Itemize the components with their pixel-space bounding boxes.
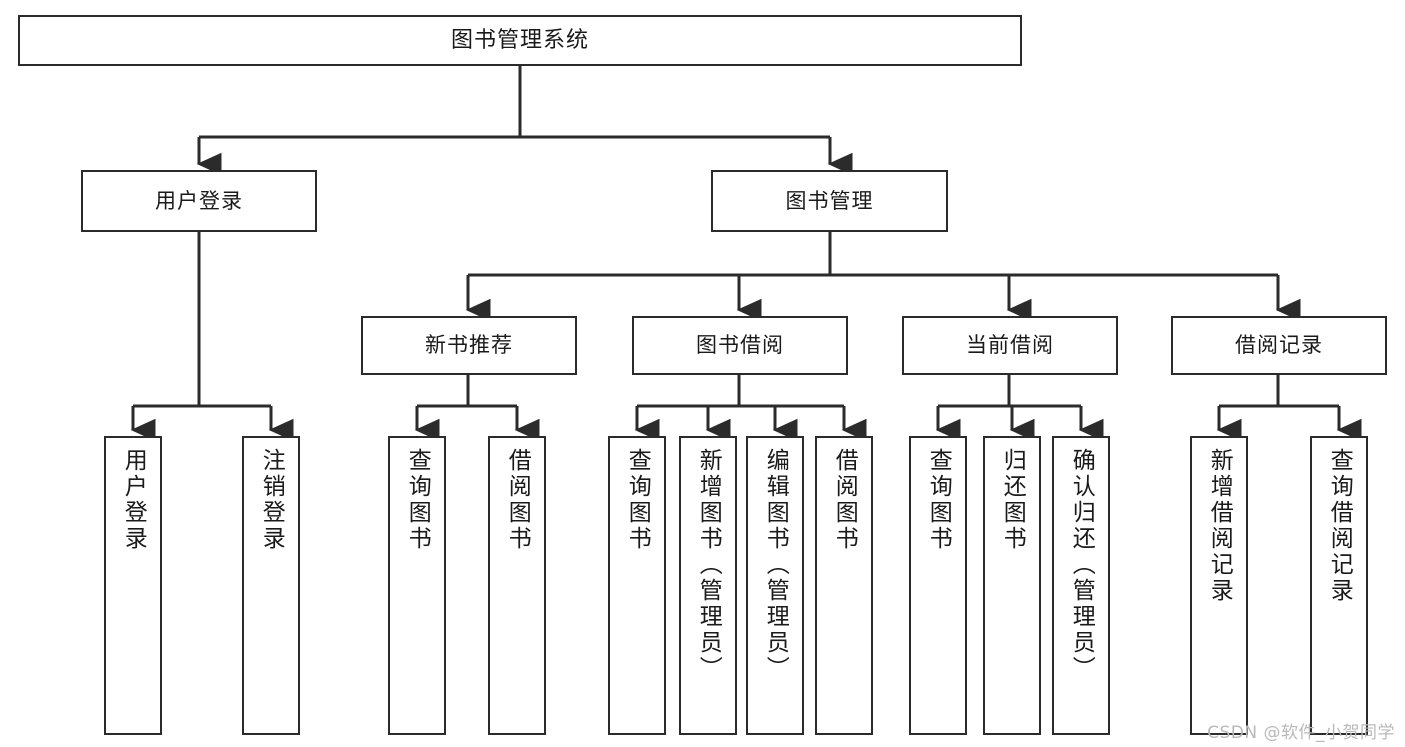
node-leaf-confirm-return[interactable]: 确认归还（管理员） <box>1052 436 1110 735</box>
node-leaf-add-borrow-record[interactable]: 新增借阅记录 <box>1190 436 1248 735</box>
node-book-management[interactable]: 图书管理 <box>711 170 948 232</box>
node-leaf-logout[interactable]: 注销登录 <box>242 436 300 735</box>
node-label: 图书管理系统 <box>450 27 589 53</box>
node-label: 确认归还（管理员） <box>1068 448 1095 682</box>
node-book-borrow[interactable]: 图书借阅 <box>632 316 848 375</box>
csdn-watermark: CSDN @软件_小贺同学 <box>1207 723 1395 743</box>
node-label: 借阅图书 <box>831 448 858 552</box>
node-label: 归还图书 <box>999 448 1026 552</box>
node-label: 注销登录 <box>258 448 285 552</box>
node-leaf-query-borrow-record[interactable]: 查询借阅记录 <box>1310 436 1368 735</box>
node-user-login[interactable]: 用户登录 <box>81 170 317 232</box>
node-new-book-recommend[interactable]: 新书推荐 <box>361 316 577 375</box>
node-current-borrow[interactable]: 当前借阅 <box>902 316 1118 375</box>
node-label: 查询借阅记录 <box>1326 448 1353 604</box>
node-label: 用户登录 <box>155 188 243 213</box>
node-leaf-user-login[interactable]: 用户登录 <box>104 436 162 735</box>
node-leaf-add-book[interactable]: 新增图书（管理员） <box>679 436 737 735</box>
node-leaf-return-book[interactable]: 归还图书 <box>983 436 1041 735</box>
node-label: 编辑图书（管理员） <box>762 448 789 682</box>
node-label: 当前借阅 <box>966 333 1054 358</box>
node-leaf-borrow-book-1[interactable]: 借阅图书 <box>488 436 546 735</box>
node-leaf-query-book-1[interactable]: 查询图书 <box>388 436 446 735</box>
node-leaf-borrow-book-2[interactable]: 借阅图书 <box>815 436 873 735</box>
node-label: 新增借阅记录 <box>1206 448 1233 604</box>
node-label: 借阅图书 <box>504 448 531 552</box>
node-label: 借阅记录 <box>1235 333 1323 358</box>
node-leaf-query-book-2[interactable]: 查询图书 <box>608 436 666 735</box>
node-label: 新书推荐 <box>425 333 513 358</box>
node-label: 查询图书 <box>925 448 952 552</box>
node-label: 图书管理 <box>785 188 874 213</box>
node-root-system[interactable]: 图书管理系统 <box>18 15 1022 66</box>
node-label: 查询图书 <box>624 448 651 552</box>
node-label: 用户登录 <box>120 448 147 552</box>
node-label: 图书借阅 <box>696 333 784 358</box>
node-borrow-record[interactable]: 借阅记录 <box>1171 316 1387 375</box>
node-leaf-query-book-3[interactable]: 查询图书 <box>909 436 967 735</box>
node-label: 查询图书 <box>404 448 431 552</box>
node-leaf-edit-book[interactable]: 编辑图书（管理员） <box>746 436 804 735</box>
node-label: 新增图书（管理员） <box>695 448 722 682</box>
